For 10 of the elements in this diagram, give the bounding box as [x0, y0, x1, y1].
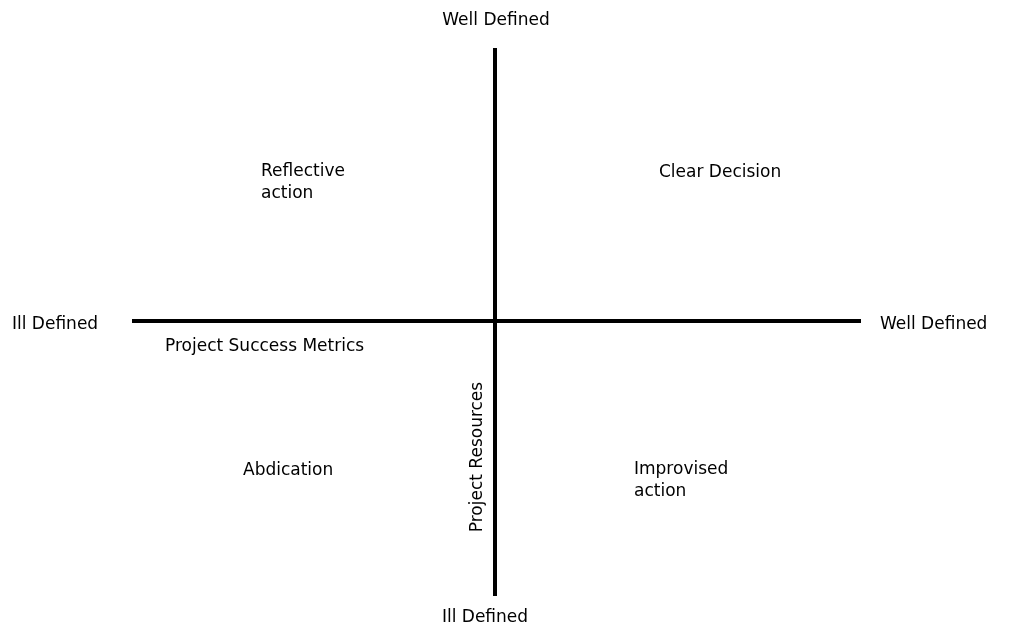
axis-end-label: Ill Defined — [12, 312, 99, 335]
axis-end-label: Well Defined — [442, 8, 550, 31]
axis-end-label: Well Defined — [880, 312, 988, 335]
quadrant-label: Reflective action — [261, 159, 346, 203]
quadrant-label: Improvised action — [634, 457, 730, 501]
axis-title: Project Resources — [465, 381, 488, 533]
axis-end-label: Ill Defined — [441, 605, 529, 628]
quadrant-label: Clear Decision — [659, 160, 782, 183]
axis-title: Project Success Metrics — [165, 334, 365, 357]
quadrant-label: Abdication — [243, 458, 334, 481]
